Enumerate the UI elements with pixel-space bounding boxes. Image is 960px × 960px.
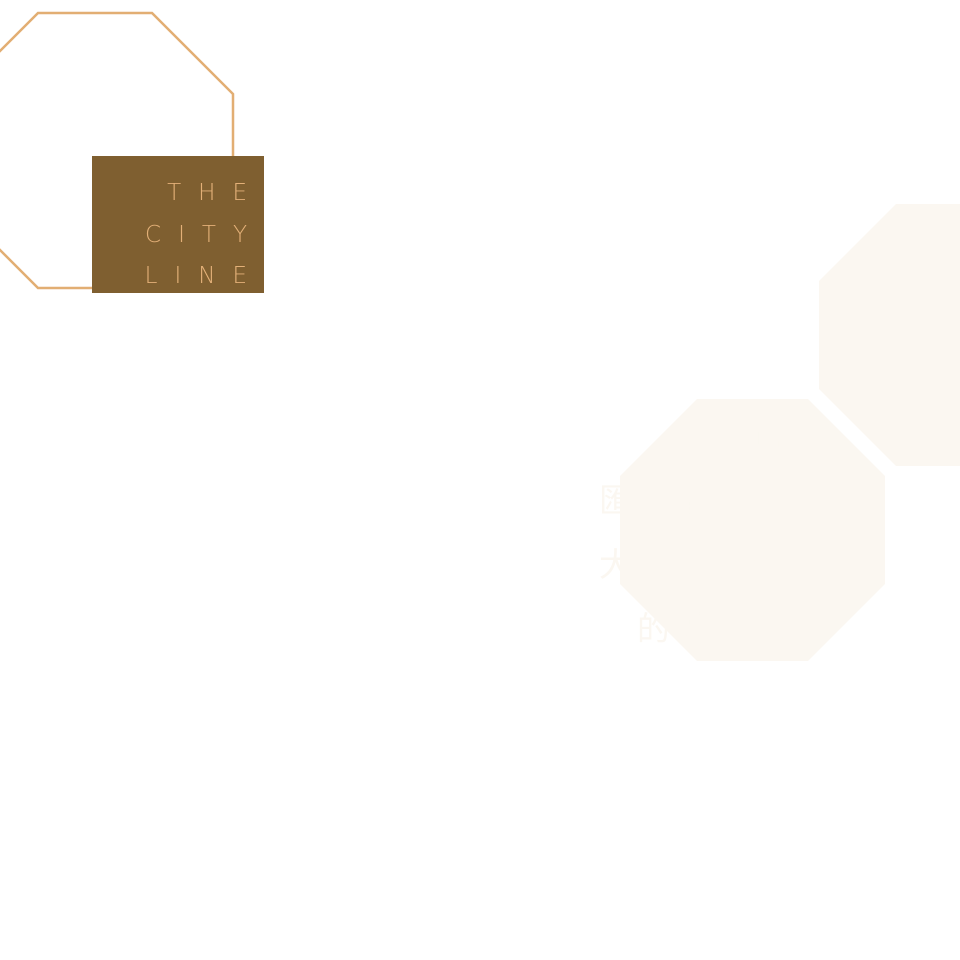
faded-text-line-2: 匯首都繁華	[599, 481, 789, 520]
logo-word-line: LINE	[144, 263, 264, 289]
logo-word-the: THE	[167, 180, 264, 206]
faded-text-line-4: 的城市舞	[637, 609, 789, 648]
faded-text-line-3: 大巨蛋、台	[599, 545, 789, 584]
faded-text-line-1: 八德路	[675, 417, 789, 456]
brand-logo: THE CITY LINE	[92, 156, 264, 293]
light-octagon-right	[819, 204, 960, 466]
faded-intro-text: 八德路 匯首都繁華 大巨蛋、台 的城市舞	[449, 414, 789, 674]
light-octagon-center	[620, 399, 885, 661]
logo-word-city: CITY	[145, 222, 264, 248]
